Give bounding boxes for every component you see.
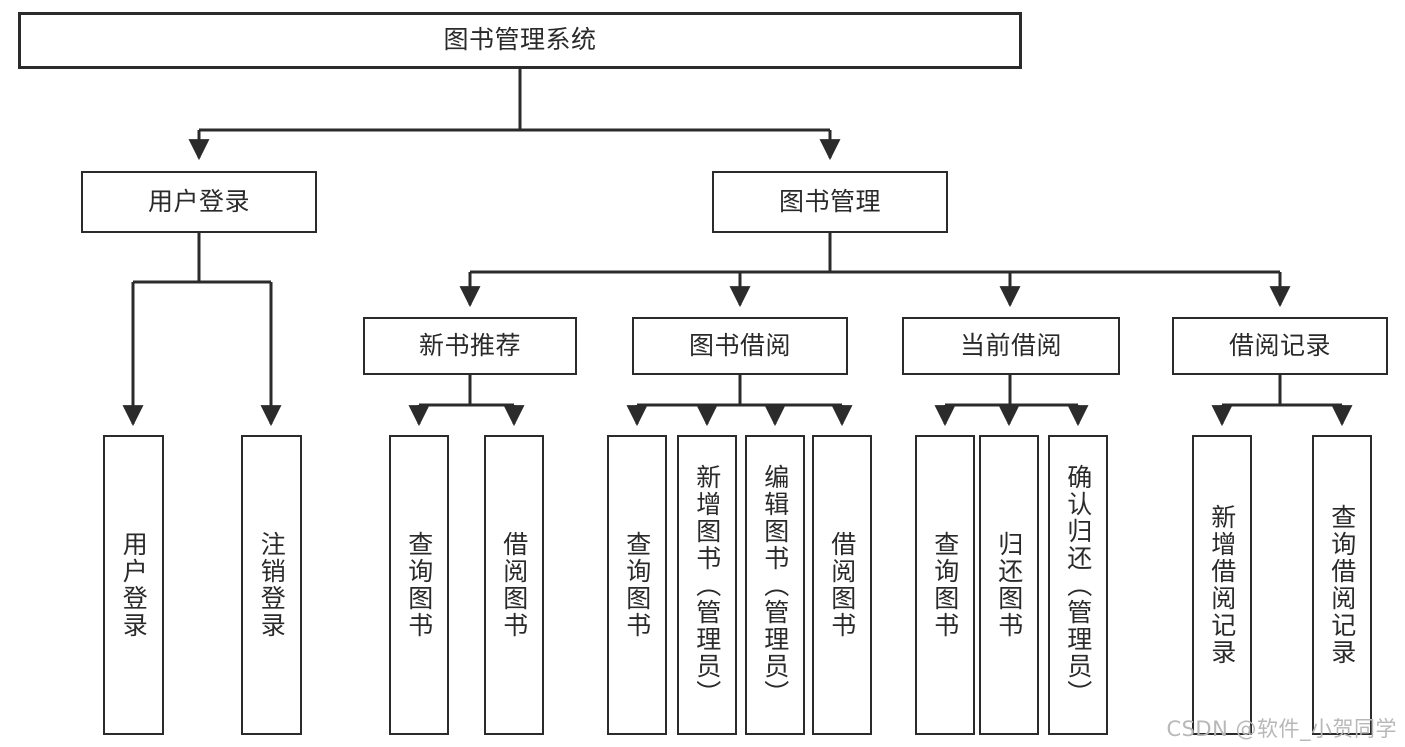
- node-user-login[interactable]: 用户登录: [81, 171, 317, 233]
- node-leaf-confirm-return-admin-label: 确认归还（管理员）: [1063, 463, 1093, 707]
- node-current-borrow[interactable]: 当前借阅: [902, 317, 1120, 375]
- node-leaf-borrow-book-2[interactable]: 借阅图书: [812, 435, 872, 735]
- node-leaf-add-book-admin[interactable]: 新增图书（管理员）: [677, 435, 737, 735]
- node-leaf-add-book-admin-label: 新增图书（管理员）: [692, 463, 722, 707]
- node-leaf-borrow-book-1-label: 借阅图书: [499, 531, 529, 639]
- node-leaf-query-book-2-label: 查询图书: [622, 531, 652, 639]
- node-leaf-query-book-3[interactable]: 查询图书: [915, 435, 975, 735]
- node-root-label: 图书管理系统: [443, 25, 597, 55]
- node-leaf-confirm-return-admin[interactable]: 确认归还（管理员）: [1048, 435, 1108, 735]
- node-leaf-return-book-label: 归还图书: [994, 531, 1024, 639]
- node-leaf-user-login[interactable]: 用户登录: [103, 435, 164, 735]
- node-leaf-add-record-label: 新增借阅记录: [1207, 504, 1237, 666]
- node-leaf-query-record[interactable]: 查询借阅记录: [1312, 435, 1372, 735]
- node-leaf-borrow-book-2-label: 借阅图书: [827, 531, 857, 639]
- node-new-book-recommend[interactable]: 新书推荐: [363, 317, 577, 375]
- node-leaf-query-book-2[interactable]: 查询图书: [607, 435, 667, 735]
- node-current-borrow-label: 当前借阅: [959, 330, 1062, 360]
- node-book-borrow[interactable]: 图书借阅: [632, 317, 848, 375]
- node-leaf-return-book[interactable]: 归还图书: [979, 435, 1039, 735]
- node-borrow-record[interactable]: 借阅记录: [1172, 317, 1388, 375]
- node-leaf-query-book-1[interactable]: 查询图书: [389, 435, 449, 735]
- node-book-manage-label: 图书管理: [778, 186, 881, 216]
- node-user-login-label: 用户登录: [147, 186, 250, 216]
- node-book-borrow-label: 图书借阅: [688, 330, 791, 360]
- node-leaf-borrow-book-1[interactable]: 借阅图书: [484, 435, 544, 735]
- node-new-book-recommend-label: 新书推荐: [418, 330, 521, 360]
- node-leaf-logout-label: 注销登录: [257, 531, 287, 639]
- node-leaf-user-login-label: 用户登录: [119, 531, 149, 639]
- node-leaf-edit-book-admin-label: 编辑图书（管理员）: [760, 463, 790, 707]
- node-leaf-edit-book-admin[interactable]: 编辑图书（管理员）: [745, 435, 805, 735]
- node-leaf-logout[interactable]: 注销登录: [241, 435, 302, 735]
- node-leaf-query-book-3-label: 查询图书: [930, 531, 960, 639]
- watermark: CSDN @软件_小贺同学: [1166, 717, 1397, 741]
- node-borrow-record-label: 借阅记录: [1228, 330, 1331, 360]
- node-leaf-query-record-label: 查询借阅记录: [1327, 504, 1357, 666]
- node-book-manage[interactable]: 图书管理: [712, 171, 948, 233]
- node-leaf-add-record[interactable]: 新增借阅记录: [1192, 435, 1252, 735]
- node-leaf-query-book-1-label: 查询图书: [404, 531, 434, 639]
- node-root[interactable]: 图书管理系统: [18, 12, 1022, 69]
